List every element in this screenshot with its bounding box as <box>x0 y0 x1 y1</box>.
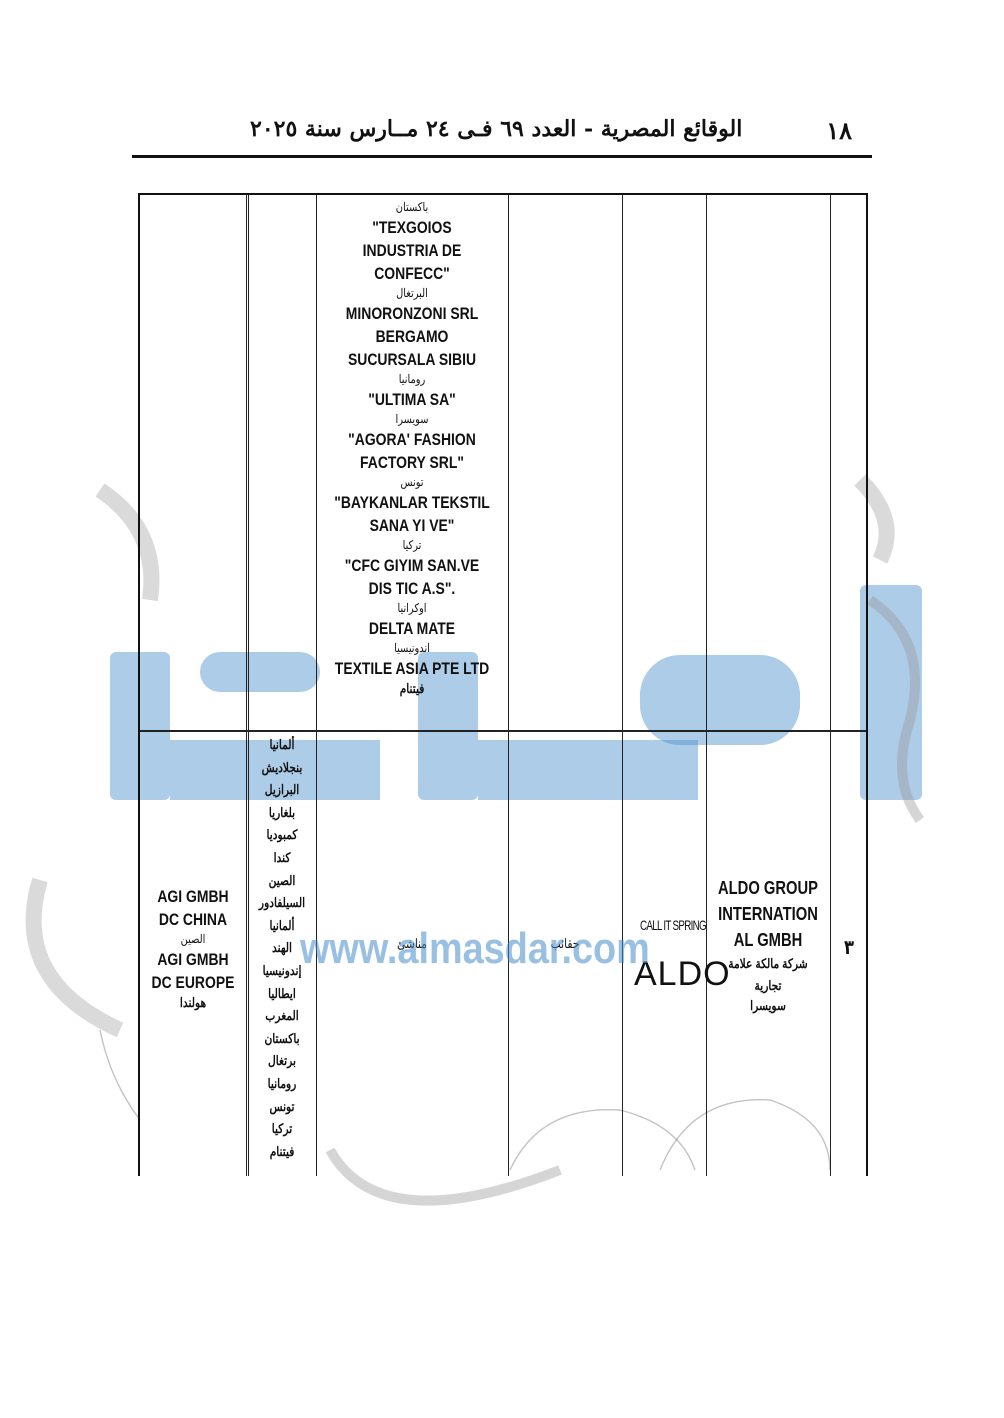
manufacturer-country: تونس <box>400 475 424 489</box>
owner-cell: ALDO GROUP INTERNATION AL GMBH شركة مالك… <box>718 875 818 1014</box>
distributors-cell: AGI GMBH DC CHINA الصين AGI GMBH DC EURO… <box>150 885 237 1011</box>
product-cell: حقائب <box>550 936 580 951</box>
country-item: تونس <box>269 1098 295 1114</box>
country-item: برتغال <box>268 1053 296 1069</box>
manufacturer-name: DELTA MATE <box>368 619 456 638</box>
manufacturer-name: "BAYKANLAR TEKSTIL SANA YI VE" <box>334 493 490 535</box>
manufacturer-country: اوكرانيا <box>397 601 427 615</box>
country-item: باكستان <box>264 1030 300 1046</box>
header-rule <box>132 155 872 158</box>
manufacturer-country: سويسرا <box>395 412 429 426</box>
owner-country: سويسرا <box>750 998 786 1013</box>
trademark-table: باكستان "TEXGOIOS INDUSTRIA DE CONFECC" … <box>138 193 868 1176</box>
country-item: كندا <box>273 849 291 865</box>
sequence-number: ٣ <box>843 935 855 959</box>
manufacturer-name: "CFC GIYIM SAN.VE DIS TIC A.S". <box>344 556 480 598</box>
manufacturer-name: TEXTILE ASIA PTE LTD <box>334 659 490 678</box>
country-item: فيتنام <box>269 1143 295 1159</box>
column-divider <box>830 195 831 1176</box>
distributor-name: AGI GMBH DC EUROPE <box>151 950 235 992</box>
country-item: البرازيل <box>264 782 300 798</box>
column-divider <box>316 195 317 1176</box>
countries-cell: ألمانيا بنجلاديش البرازيل بلغاريا كمبوديا كند… <box>254 734 310 1163</box>
country-item: إندونيسيا <box>262 962 302 978</box>
country-item: بنجلاديش <box>261 759 303 775</box>
manufacturer-country: فيتنام <box>399 681 425 696</box>
distributor-name: AGI GMBH DC CHINA <box>157 887 229 929</box>
manufacturer-name: "ULTIMA SA" <box>368 390 456 409</box>
manufacturer-country: رومانيا <box>398 372 426 386</box>
column-divider <box>622 195 623 1176</box>
distributor-country: هولندا <box>179 995 207 1010</box>
distributor-country: الصين <box>180 932 206 946</box>
column-divider <box>248 195 249 1176</box>
page-number: ١٨ <box>826 116 852 145</box>
manufacturers-list: باكستان "TEXGOIOS INDUSTRIA DE CONFECC" … <box>334 199 490 697</box>
owner-name: ALDO GROUP INTERNATION AL GMBH <box>717 878 819 950</box>
country-item: الهند <box>272 940 292 956</box>
watermark-url: www.almasdar.com <box>300 924 650 973</box>
country-item: السيلفادور <box>258 895 306 911</box>
manufacturer-name: "AGORA' FASHION FACTORY SRL" <box>348 430 476 472</box>
country-item: تركيا <box>271 1121 293 1137</box>
gazette-title: الوقائع المصرية - العدد ٦٩ فـى ٢٤ مــارس… <box>250 116 743 142</box>
country-item: رومانيا <box>267 1075 297 1091</box>
owner-description: شركة مالكة علامة تجارية <box>728 956 808 993</box>
country-item: ايطاليا <box>268 985 296 1001</box>
manufacturer-country: باكستان <box>395 200 429 214</box>
brand-small-label: CALL IT SPRING <box>640 917 707 933</box>
manufacturer-country: اندونيسيا <box>394 641 430 655</box>
column-divider <box>246 195 247 1176</box>
row-divider <box>140 730 866 732</box>
manufacturer-country: البرتغال <box>396 286 428 300</box>
country-item: كمبوديا <box>266 827 298 843</box>
country-item: بلغاريا <box>268 804 296 820</box>
column-divider <box>508 195 509 1176</box>
material-cell: مناشئ <box>396 936 427 951</box>
manufacturer-name: MINORONZONI SRL BERGAMO SUCURSALA SIBIU <box>345 304 479 369</box>
column-divider <box>706 195 707 1176</box>
manufacturer-country: تركيا <box>402 538 422 552</box>
country-item: ألمانيا <box>269 917 295 933</box>
page-header: ١٨ الوقائع المصرية - العدد ٦٩ فـى ٢٤ مــ… <box>132 110 872 150</box>
country-item: ألمانيا <box>269 737 295 752</box>
country-item: المغرب <box>265 1008 299 1024</box>
brand-big-label: ALDO <box>634 955 731 993</box>
manufacturer-name: "TEXGOIOS INDUSTRIA DE CONFECC" <box>362 218 462 283</box>
country-item: الصين <box>268 872 296 888</box>
